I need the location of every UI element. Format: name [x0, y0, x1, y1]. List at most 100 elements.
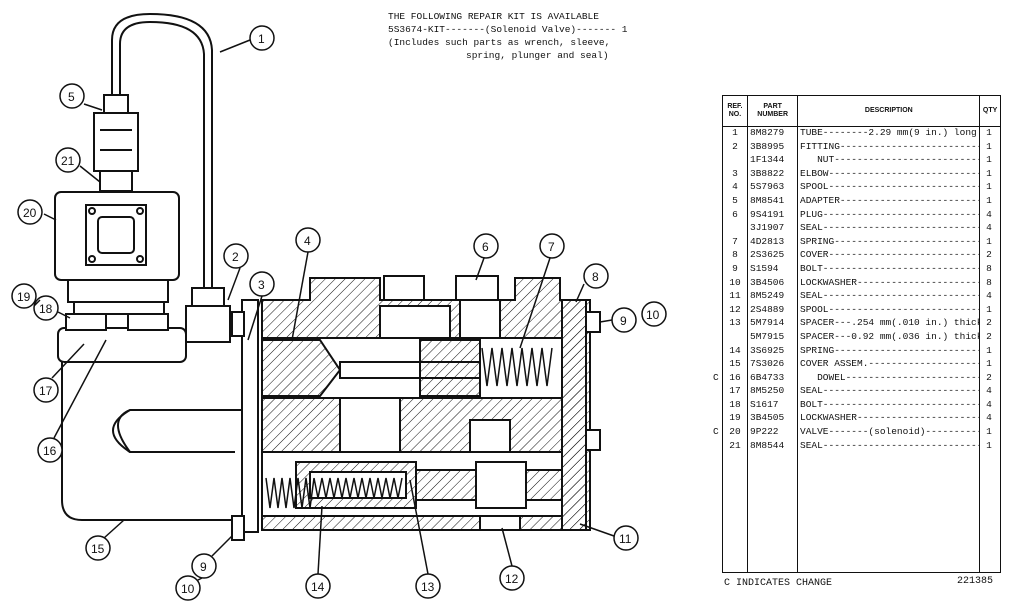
qty-cell: 8: [986, 276, 992, 288]
part-number-cell: 5S7963: [750, 181, 785, 193]
callout-5: 5: [68, 90, 75, 104]
qty-cell: 1: [986, 140, 992, 152]
change-marker: C: [713, 426, 719, 438]
part-number-cell: 2S3625: [750, 249, 785, 261]
qty-cell: 1: [986, 167, 992, 179]
part-number-cell: 3S6925: [750, 344, 785, 356]
callout-20: 20: [23, 206, 37, 220]
description-cell: BOLT----------------------------: [800, 262, 979, 274]
table-row: 14 3S6925 SPRING--------------------------…: [723, 344, 1000, 358]
qty-cell: 1: [986, 154, 992, 166]
part-number-cell: 3B4505: [750, 412, 785, 424]
part-number-cell: S1594: [750, 262, 779, 274]
qty-cell: 8: [986, 262, 992, 274]
part-number-cell: 3J1907: [750, 222, 785, 234]
callout-2: 2: [232, 250, 239, 264]
part-number-cell: 2S4889: [750, 303, 785, 315]
part-number-cell: 6B4733: [750, 371, 785, 383]
callout-10b: 10: [181, 582, 195, 596]
part-number-cell: S1617: [750, 398, 779, 410]
ref-number-cell: 13: [729, 317, 741, 329]
qty-cell: 4: [986, 290, 992, 302]
part-number-cell: 5M7915: [750, 330, 785, 342]
part-number-cell: 3B8822: [750, 167, 785, 179]
header-ref-no: REF. NO.: [723, 96, 748, 126]
description-cell: PLUG----------------------------: [800, 208, 979, 220]
ref-number-cell: 17: [729, 385, 741, 397]
description-cell: SPACER---0.92 mm(.036 in.) thick: [800, 330, 979, 342]
description-cell: SPRING--------------------------: [800, 235, 979, 247]
adapter-stack: [93, 94, 139, 192]
ref-number-cell: 8: [732, 249, 738, 261]
description-cell: BOLT----------------------------: [800, 398, 979, 410]
callout-7: 7: [548, 240, 555, 254]
header-qty: QTY: [982, 107, 998, 114]
table-row: 1F1344 NUT--------------------------1: [723, 153, 1000, 167]
part-number-cell: 8M5249: [750, 290, 785, 302]
ref-number-cell: 5: [732, 194, 738, 206]
callout-6: 6: [482, 240, 489, 254]
ref-number-cell: 18: [729, 398, 741, 410]
fitting-2: [185, 287, 231, 343]
callout-9b: 9: [200, 560, 207, 574]
kit-note-line-2: 5S3674-KIT-------(Solenoid Valve)-------…: [388, 24, 628, 35]
description-cell: ADAPTER-------------------------: [800, 194, 979, 206]
kit-note-line-4: spring, plunger and seal): [466, 50, 609, 61]
callout-11: 11: [619, 532, 632, 546]
callout-13: 13: [421, 580, 435, 594]
ref-number-cell: 14: [729, 344, 741, 356]
description-cell: VALVE-------(solenoid)----------: [800, 426, 979, 438]
callout-3: 3: [258, 278, 265, 292]
callout-9: 9: [620, 314, 627, 328]
callout-4: 4: [304, 234, 311, 248]
table-row: 12 2S4889 SPOOL---------------------------…: [723, 303, 1000, 317]
ref-number-cell: 7: [732, 235, 738, 247]
qty-cell: 4: [986, 412, 992, 424]
callout-19: 19: [17, 290, 31, 304]
part-number-cell: 3B4506: [750, 276, 785, 288]
callout-14: 14: [311, 580, 325, 594]
part-number-cell: 3B8995: [750, 140, 785, 152]
ref-number-cell: 16: [729, 371, 741, 383]
header-description: DESCRIPTION: [798, 96, 981, 126]
description-cell: COVER ASSEM.--------------------: [800, 358, 979, 370]
part-number-cell: 8M8541: [750, 194, 785, 206]
callout-8: 8: [592, 270, 599, 284]
description-cell: SEAL----------------------------: [800, 222, 979, 234]
callout-16: 16: [43, 444, 57, 458]
qty-cell: 1: [986, 358, 992, 370]
callout-1: 1: [258, 32, 265, 46]
ref-number-cell: 11: [729, 290, 741, 302]
description-cell: SPOOL---------------------------: [800, 303, 979, 315]
description-cell: COVER---------------------------: [800, 249, 979, 261]
qty-cell: 2: [986, 371, 992, 383]
qty-cell: 2: [986, 249, 992, 261]
qty-cell: 1: [986, 344, 992, 356]
callout-18: 18: [39, 302, 53, 316]
description-cell: SPRING--------------------------: [800, 344, 979, 356]
ref-number-cell: 20: [729, 426, 741, 438]
description-cell: SEAL----------------------------: [800, 439, 979, 451]
change-note: C INDICATES CHANGE: [724, 578, 833, 589]
description-cell: SPACER---.254 mm(.010 in.) thick: [800, 317, 979, 329]
description-cell: FITTING-------------------------: [800, 140, 979, 152]
ref-number-cell: 12: [729, 303, 741, 315]
kit-note-line-3: (Includes such parts as wrench, sleeve,: [388, 37, 611, 48]
part-number-cell: 4D2813: [750, 235, 785, 247]
parts-table-header: REF. NO. PART NUMBER DESCRIPTION QTY: [723, 96, 1000, 127]
callout-17: 17: [39, 384, 53, 398]
